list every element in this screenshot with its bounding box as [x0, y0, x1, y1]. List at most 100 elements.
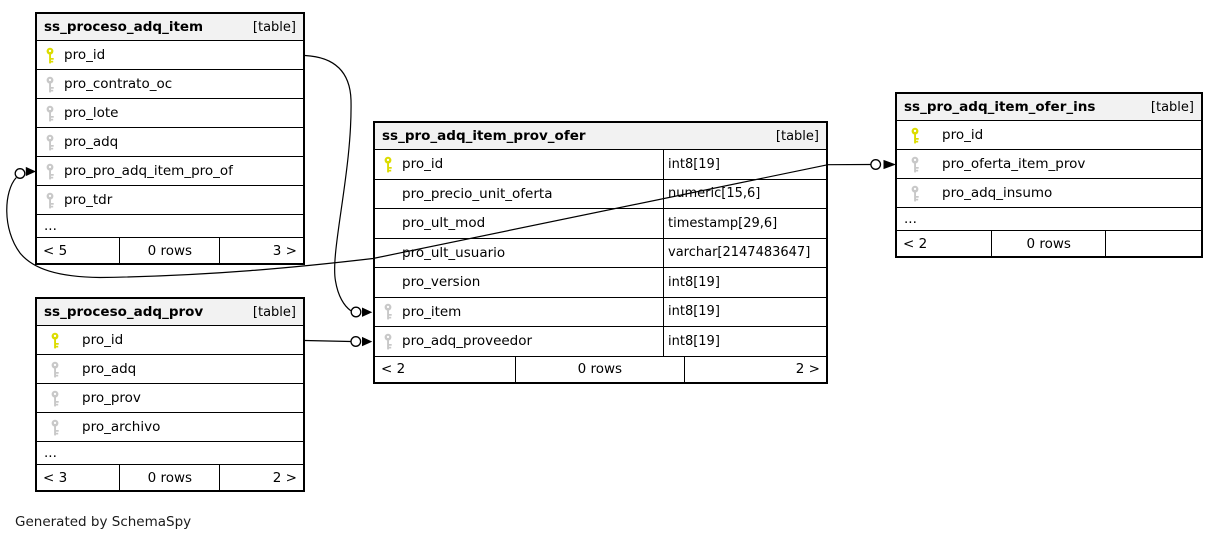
column-name-cell: pro_precio_unit_oferta: [375, 180, 663, 209]
column-name-cell: pro_adq_proveedor: [375, 327, 663, 356]
foreign-key-icon: [45, 134, 55, 151]
more-columns-ellipsis: ...: [37, 215, 303, 238]
column-name: pro_prov: [82, 390, 141, 406]
column-row: pro_adq: [37, 128, 303, 157]
column-row: pro_version int8[19]: [375, 268, 826, 298]
foreign-key-icon: [45, 76, 55, 93]
parents-count: < 2: [903, 235, 928, 252]
column-name-cell: pro_id: [375, 150, 663, 179]
foreign-key-icon: [45, 163, 55, 180]
column-name: pro_adq_insumo: [942, 185, 1053, 201]
column-type-cell: timestamp[29,6]: [663, 209, 826, 238]
column-name-cell: pro_lote: [37, 99, 303, 127]
more-columns-ellipsis: ...: [897, 208, 1201, 231]
row-count: 0 rows: [119, 465, 219, 490]
table-type-badge: [table]: [775, 128, 819, 144]
column-row: pro_id: [37, 326, 303, 355]
column-name-cell: pro_version: [375, 268, 663, 297]
table-type-badge: [table]: [252, 19, 296, 35]
column-type-cell: varchar[2147483647]: [663, 238, 826, 267]
column-type: int8[19]: [668, 274, 720, 290]
column-type: numeric[15,6]: [668, 186, 761, 202]
column-row: pro_ult_usuario varchar[2147483647]: [375, 238, 826, 268]
column-row: pro_archivo: [37, 413, 303, 442]
row-count: 0 rows: [514, 356, 684, 382]
column-row: pro_prov: [37, 384, 303, 413]
row-count: 0 rows: [119, 238, 219, 263]
column-name: pro_ult_usuario: [402, 244, 506, 261]
table-node-ss_proceso_adq_item[interactable]: ss_proceso_adq_item[table] pro_id pro_cont…: [35, 12, 305, 265]
column-name-cell: pro_adq: [37, 128, 303, 156]
foreign-key-icon: [45, 192, 55, 209]
primary-key-icon: [50, 332, 60, 349]
column-name-cell: pro_adq: [37, 355, 303, 383]
column-name-cell: pro_contrato_oc: [37, 70, 303, 98]
column-name-cell: pro_archivo: [37, 413, 303, 441]
column-type-cell: int8[19]: [663, 268, 826, 297]
column-name-cell: pro_ult_usuario: [375, 239, 663, 268]
table-footer: < 2 0 rows: [897, 231, 1201, 256]
key-spacer: [383, 274, 393, 291]
column-type: int8[19]: [668, 333, 720, 349]
table-name: ss_pro_adq_item_prov_ofer: [382, 128, 586, 144]
edge-proceso-adq-item-to-prov-ofer: [304, 54, 373, 318]
children-count: 3 >: [219, 238, 303, 263]
column-type-cell: int8[19]: [663, 327, 826, 356]
edge-proceso-adq-prov-to-prov-ofer: [304, 336, 373, 347]
column-name: pro_id: [942, 127, 984, 143]
edge-prov-ofer-to-ofer-ins: [827, 159, 896, 170]
column-row: pro_oferta_item_prov: [897, 150, 1201, 179]
foreign-key-icon: [383, 333, 393, 350]
children-count: 2 >: [219, 465, 303, 490]
key-spacer: [383, 244, 393, 261]
column-row: pro_tdr: [37, 186, 303, 215]
column-type: timestamp[29,6]: [668, 215, 778, 231]
column-name-cell: pro_adq_insumo: [897, 179, 1201, 207]
primary-key-icon: [383, 156, 393, 173]
foreign-key-icon: [910, 156, 920, 173]
column-row: pro_adq: [37, 355, 303, 384]
column-name: pro_precio_unit_oferta: [402, 185, 553, 202]
more-columns-ellipsis: ...: [37, 442, 303, 465]
column-name: pro_lote: [64, 105, 119, 121]
column-name: pro_adq_proveedor: [402, 333, 533, 350]
table-type-badge: [table]: [252, 304, 296, 320]
column-row: pro_id: [897, 121, 1201, 150]
foreign-key-icon: [50, 419, 60, 436]
column-name: pro_contrato_oc: [64, 76, 173, 92]
column-name-cell: pro_prov: [37, 384, 303, 412]
column-type: int8[19]: [668, 304, 720, 320]
column-name: pro_adq: [82, 361, 137, 377]
column-row: pro_id int8[19]: [375, 150, 826, 180]
column-row: pro_pro_adq_item_pro_of: [37, 157, 303, 186]
table-header: ss_pro_adq_item_ofer_ins[table]: [897, 94, 1201, 121]
column-name: pro_adq: [64, 134, 119, 150]
column-name: pro_pro_adq_item_pro_of: [64, 163, 233, 179]
column-name: pro_archivo: [82, 419, 161, 435]
column-name-cell: pro_ult_mod: [375, 209, 663, 238]
column-name-cell: pro_tdr: [37, 186, 303, 214]
fk-arrowhead: [362, 307, 373, 317]
column-name-cell: pro_id: [37, 326, 303, 354]
column-name: pro_id: [64, 47, 106, 63]
column-type: varchar[2147483647]: [668, 245, 811, 261]
foreign-key-icon: [50, 390, 60, 407]
table-header: ss_pro_adq_item_prov_ofer [table]: [375, 123, 826, 150]
zero-or-one-circle: [350, 306, 362, 318]
foreign-key-icon: [45, 105, 55, 122]
column-type-cell: numeric[15,6]: [663, 179, 826, 208]
column-type-cell: int8[19]: [663, 150, 826, 179]
column-name: pro_id: [402, 156, 444, 173]
table-name: ss_pro_adq_item_ofer_ins: [904, 99, 1096, 115]
column-row: pro_precio_unit_oferta numeric[15,6]: [375, 179, 826, 209]
row-count: 0 rows: [991, 231, 1105, 256]
column-row: pro_lote: [37, 99, 303, 128]
table-header: ss_proceso_adq_item[table]: [37, 14, 303, 41]
key-spacer: [383, 185, 393, 202]
